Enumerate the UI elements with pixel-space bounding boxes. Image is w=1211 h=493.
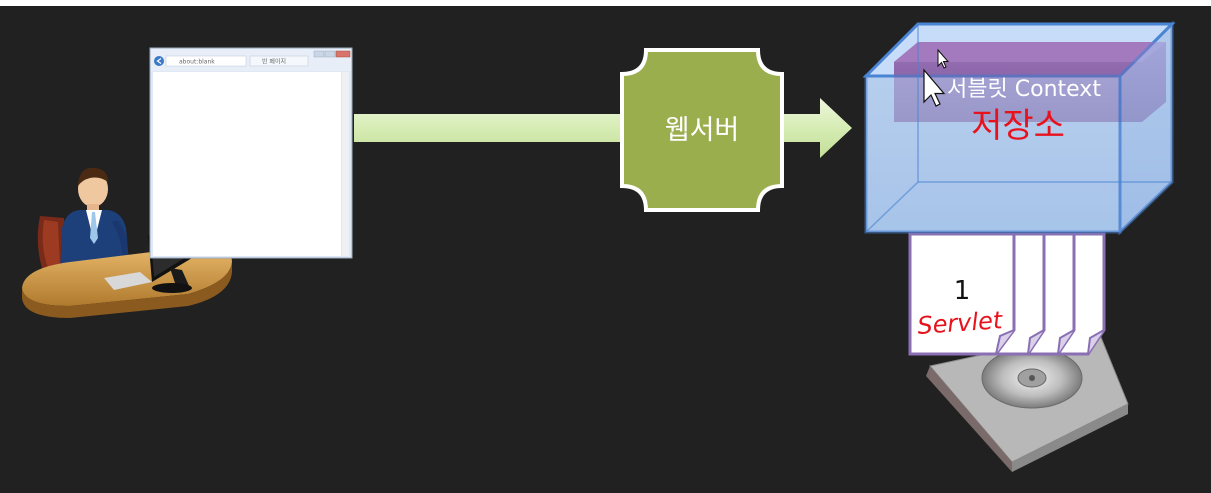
- minimize-icon[interactable]: [313, 50, 325, 58]
- mouse-cursor-icon: [923, 68, 946, 107]
- request-arrow: [354, 98, 852, 158]
- web-server-label: 웹서버: [665, 115, 740, 146]
- tab-text: 빈 페이지: [262, 58, 286, 66]
- close-icon[interactable]: [335, 50, 351, 58]
- mouse-cursor-icon: [937, 48, 950, 69]
- hard-drive-icon: [926, 329, 1129, 472]
- address-text: about:blank: [179, 59, 215, 66]
- diagram-canvas: about:blank 빈 페이지 웹서버 1 S: [0, 6, 1211, 493]
- servlet-annotation: Servlet: [916, 306, 1004, 340]
- browser-tab[interactable]: [249, 55, 309, 67]
- browser-window: about:blank 빈 페이지: [149, 47, 353, 259]
- servlet-context-label: 서블릿 Context: [947, 77, 1101, 102]
- scrollbar[interactable]: [342, 72, 349, 256]
- address-bar[interactable]: [165, 55, 247, 67]
- servlet-stack: 1 Servlet: [908, 232, 1129, 472]
- web-server-shape: 웹서버: [620, 48, 784, 212]
- servlet-context-box: 서블릿 Context 저장소: [862, 20, 1176, 236]
- back-icon[interactable]: [154, 56, 164, 66]
- servlet-number: 1: [954, 276, 971, 306]
- maximize-icon[interactable]: [324, 50, 336, 58]
- context-storage-annotation: 저장소: [971, 106, 1065, 146]
